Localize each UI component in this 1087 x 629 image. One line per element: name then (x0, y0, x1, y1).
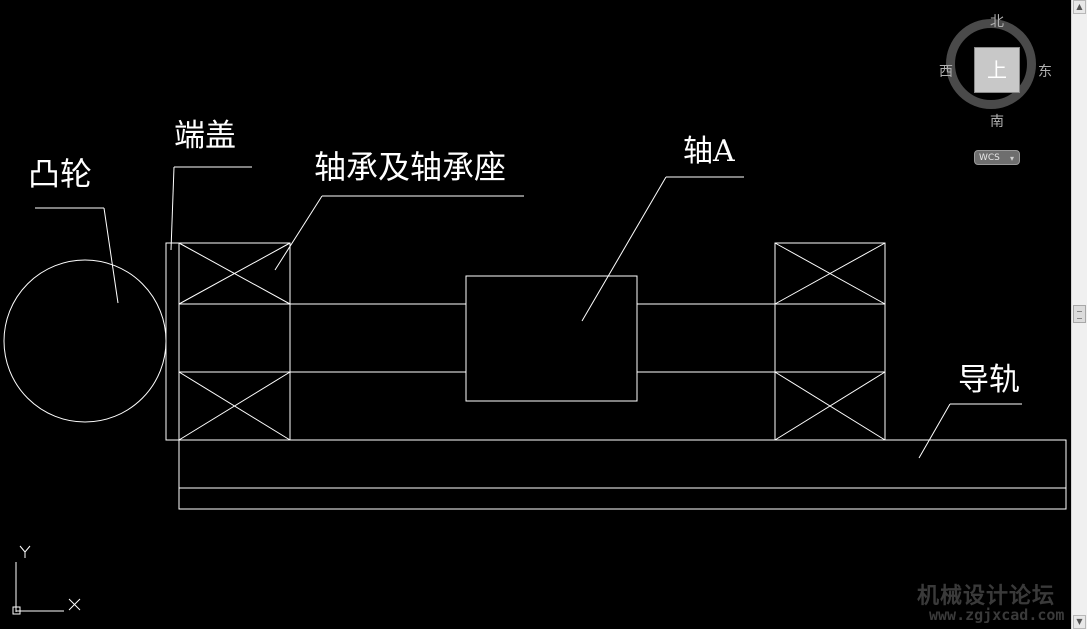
compass-east[interactable]: 东 (1038, 64, 1052, 80)
compass-ring[interactable] (946, 19, 1036, 109)
watermark-title: 机械设计论坛 (917, 584, 1056, 609)
shaft-leader (581, 176, 667, 322)
bearing-leader (274, 195, 323, 271)
right-bearing-housing (774, 242, 886, 441)
scroll-thumb[interactable] (1073, 305, 1086, 323)
compass-north[interactable]: 北 (990, 14, 1004, 30)
right-bearing-cross (774, 242, 886, 305)
compass-west[interactable]: 西 (939, 64, 953, 80)
guide-rail-label: 导轨 (958, 362, 1020, 398)
ucs-icon: YX X Y (8, 540, 93, 620)
bearing-label: 轴承及轴承座 (314, 148, 507, 186)
watermark: 机械设计论坛 www.zgjxcad.com (915, 578, 1085, 626)
viewcube[interactable]: 上 北 南 西 东 WCS ▾ (939, 14, 1052, 170)
cam-leader (103, 207, 119, 304)
wcs-menu-button[interactable]: WCS ▾ (974, 150, 1020, 165)
watermark-url: www.zgjxcad.com (929, 606, 1065, 624)
viewcube-top-face[interactable]: 上 (974, 47, 1020, 93)
left-bearing-cross (178, 371, 291, 441)
ucs-axes-icon: YX (12, 545, 81, 615)
shaft-hub (465, 275, 638, 402)
scroll-up-button[interactable]: ▲ (1073, 0, 1086, 14)
wcs-label: WCS (979, 153, 1000, 163)
scroll-down-button[interactable]: ▼ (1073, 615, 1086, 629)
cam-circle (3, 259, 167, 423)
right-bearing-cross (774, 371, 886, 441)
left-bearing-cross (178, 242, 291, 305)
compass-south[interactable]: 南 (990, 114, 1004, 130)
end-cap (165, 242, 180, 441)
shaft-label: 轴A (683, 134, 735, 169)
cam-label: 凸轮 (28, 155, 93, 193)
end-cap-label: 端盖 (174, 118, 236, 154)
guide-rail (178, 439, 1067, 510)
guide-rail-leader (918, 403, 951, 459)
chevron-down-icon: ▾ (1009, 154, 1014, 163)
left-bearing-housing (178, 242, 291, 441)
vertical-scrollbar[interactable]: ▲ ▼ (1071, 0, 1087, 629)
end-cap-leader (170, 166, 175, 251)
